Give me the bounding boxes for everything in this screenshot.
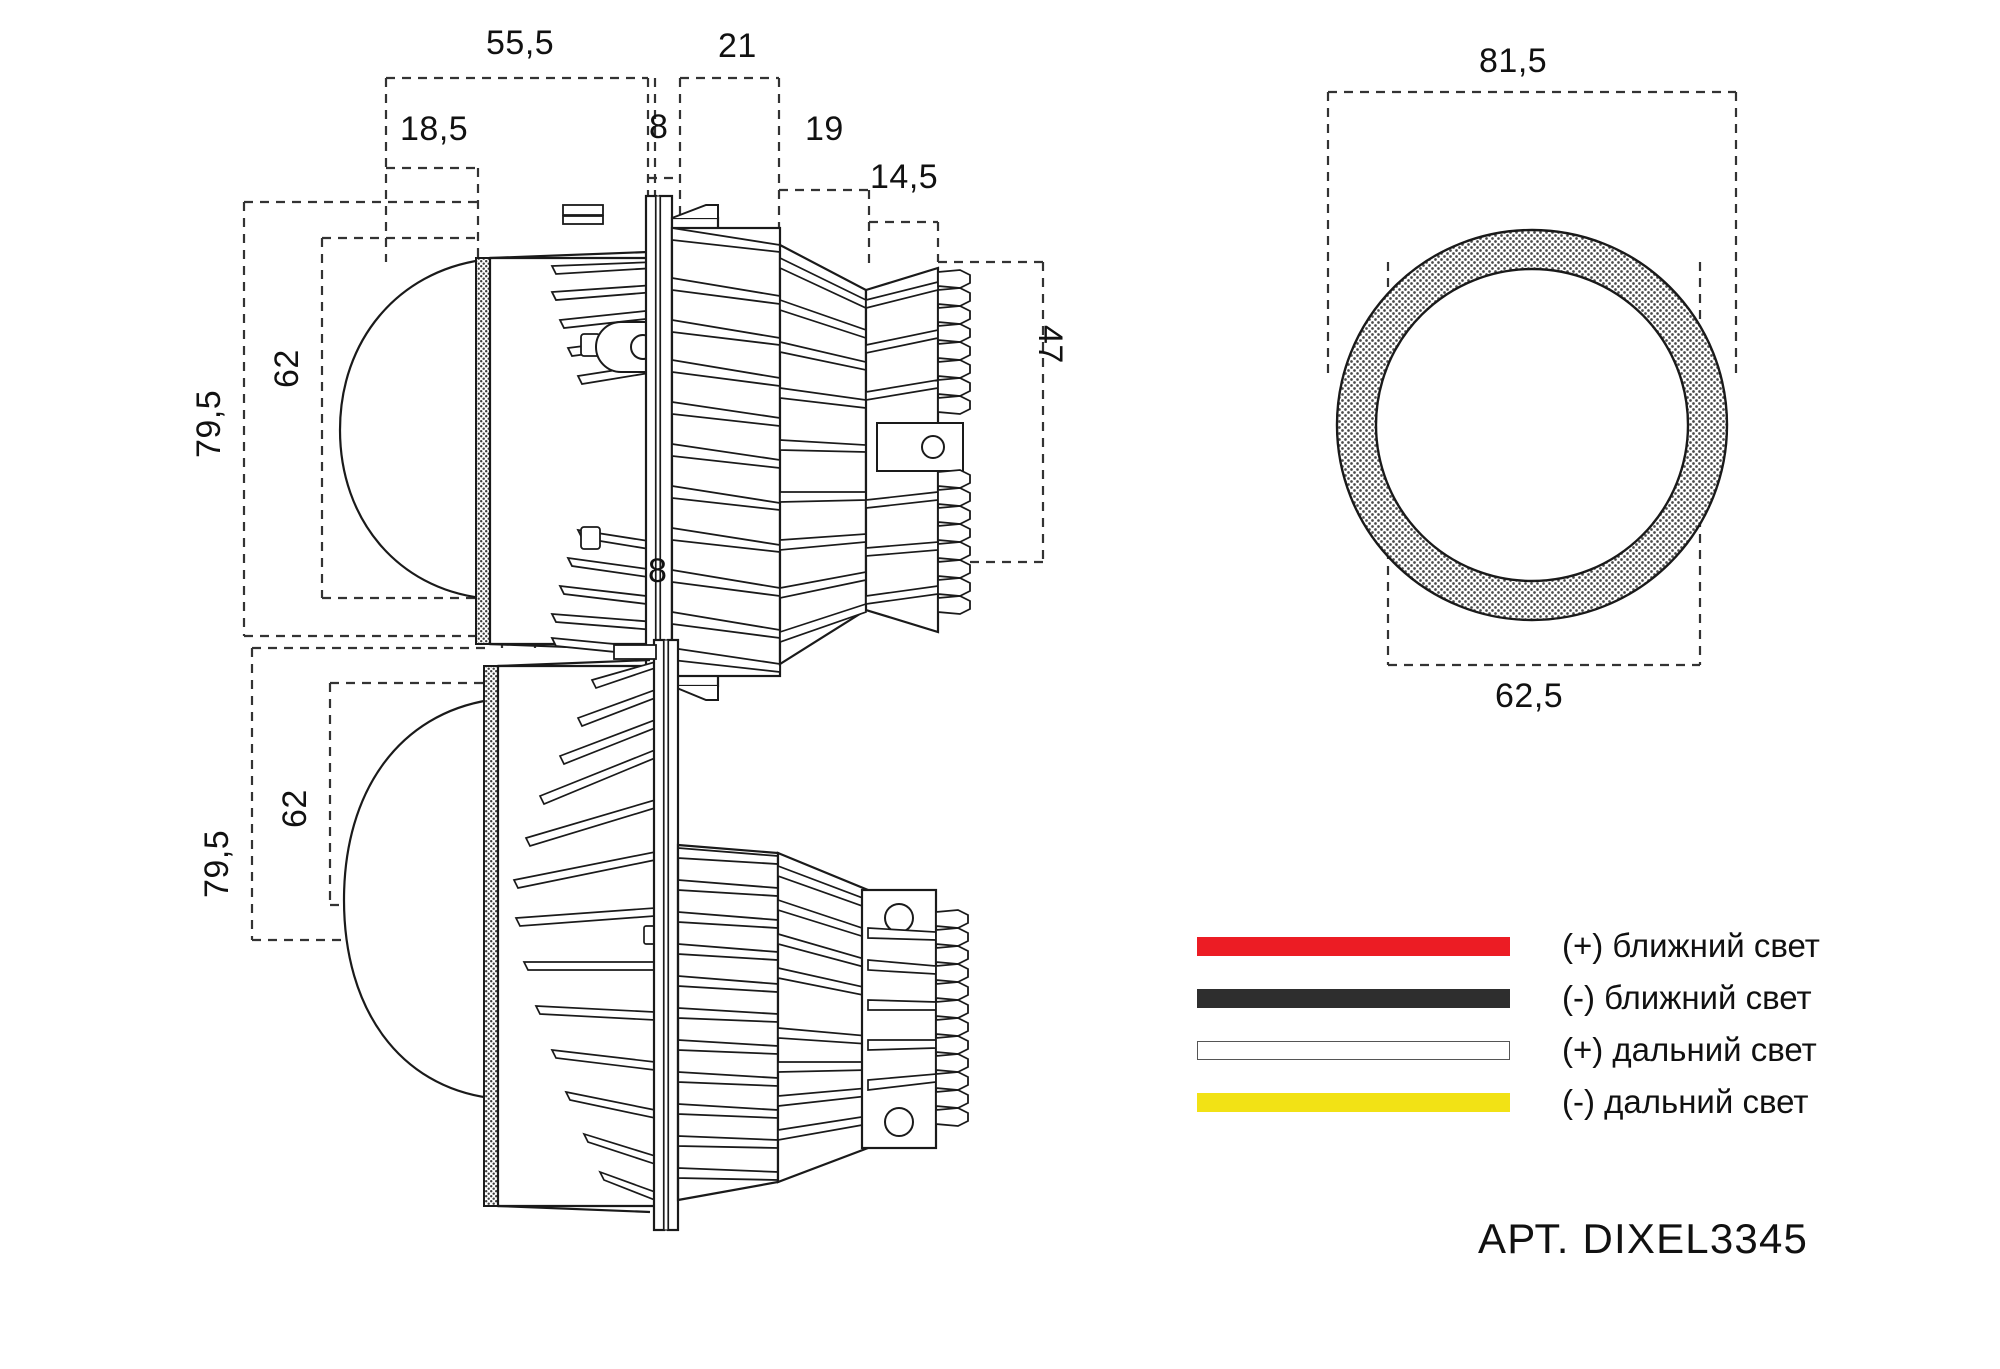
wire-swatch-high-beam-negative: [1197, 1092, 1510, 1112]
legend-row-high-beam-positive: (+) дальний свет: [1197, 1024, 1897, 1076]
dim-label-47: 47: [1031, 325, 1069, 364]
legend-row-low-beam-negative: (-) ближний свет: [1197, 972, 1897, 1024]
dim-label-81-5: 81,5: [1479, 42, 1548, 80]
legend-label-low-beam-positive: (+) ближний свет: [1562, 927, 1820, 964]
dim-label-55-5: 55,5: [486, 24, 555, 62]
projector-side-view-top: [338, 194, 971, 710]
legend-label-high-beam-positive: (+) дальний свет: [1562, 1031, 1817, 1068]
legend-row-high-beam-negative: (-) дальний свет: [1197, 1076, 1897, 1128]
wire-swatch-low-beam-positive: [1197, 936, 1510, 956]
legend-label-high-beam-negative: (-) дальний свет: [1562, 1083, 1809, 1120]
dim-label-62-top: 62: [268, 349, 306, 388]
article-number: АРТ. DIXEL3345: [1478, 1215, 1809, 1262]
wire-swatch-low-beam-negative: [1197, 988, 1510, 1008]
dim-label-14-5: 14,5: [870, 158, 939, 196]
dim-label-18-5: 18,5: [400, 110, 469, 148]
legend-label-low-beam-negative: (-) ближний свет: [1562, 979, 1812, 1016]
dim-label-21: 21: [718, 27, 757, 65]
dim-label-79-5-bottom: 79,5: [198, 829, 236, 898]
dim-label-62-bottom: 62: [276, 789, 314, 828]
wire-swatch-high-beam-positive: [1197, 1040, 1510, 1060]
legend-row-low-beam-positive: (+) ближний свет: [1197, 920, 1897, 972]
projector-side-view-bottom: [342, 638, 969, 1232]
dim-label-79-5-top: 79,5: [190, 389, 228, 458]
dim-label-19: 19: [805, 110, 844, 148]
dim-label-8-bottom: 8: [648, 552, 668, 590]
dim-label-62-5: 62,5: [1495, 677, 1564, 715]
wiring-legend: (+) ближний свет (-) ближний свет (+) да…: [1197, 920, 1897, 1128]
projector-front-ring-view: [1335, 228, 1729, 622]
dim-label-8: 8: [649, 108, 669, 146]
